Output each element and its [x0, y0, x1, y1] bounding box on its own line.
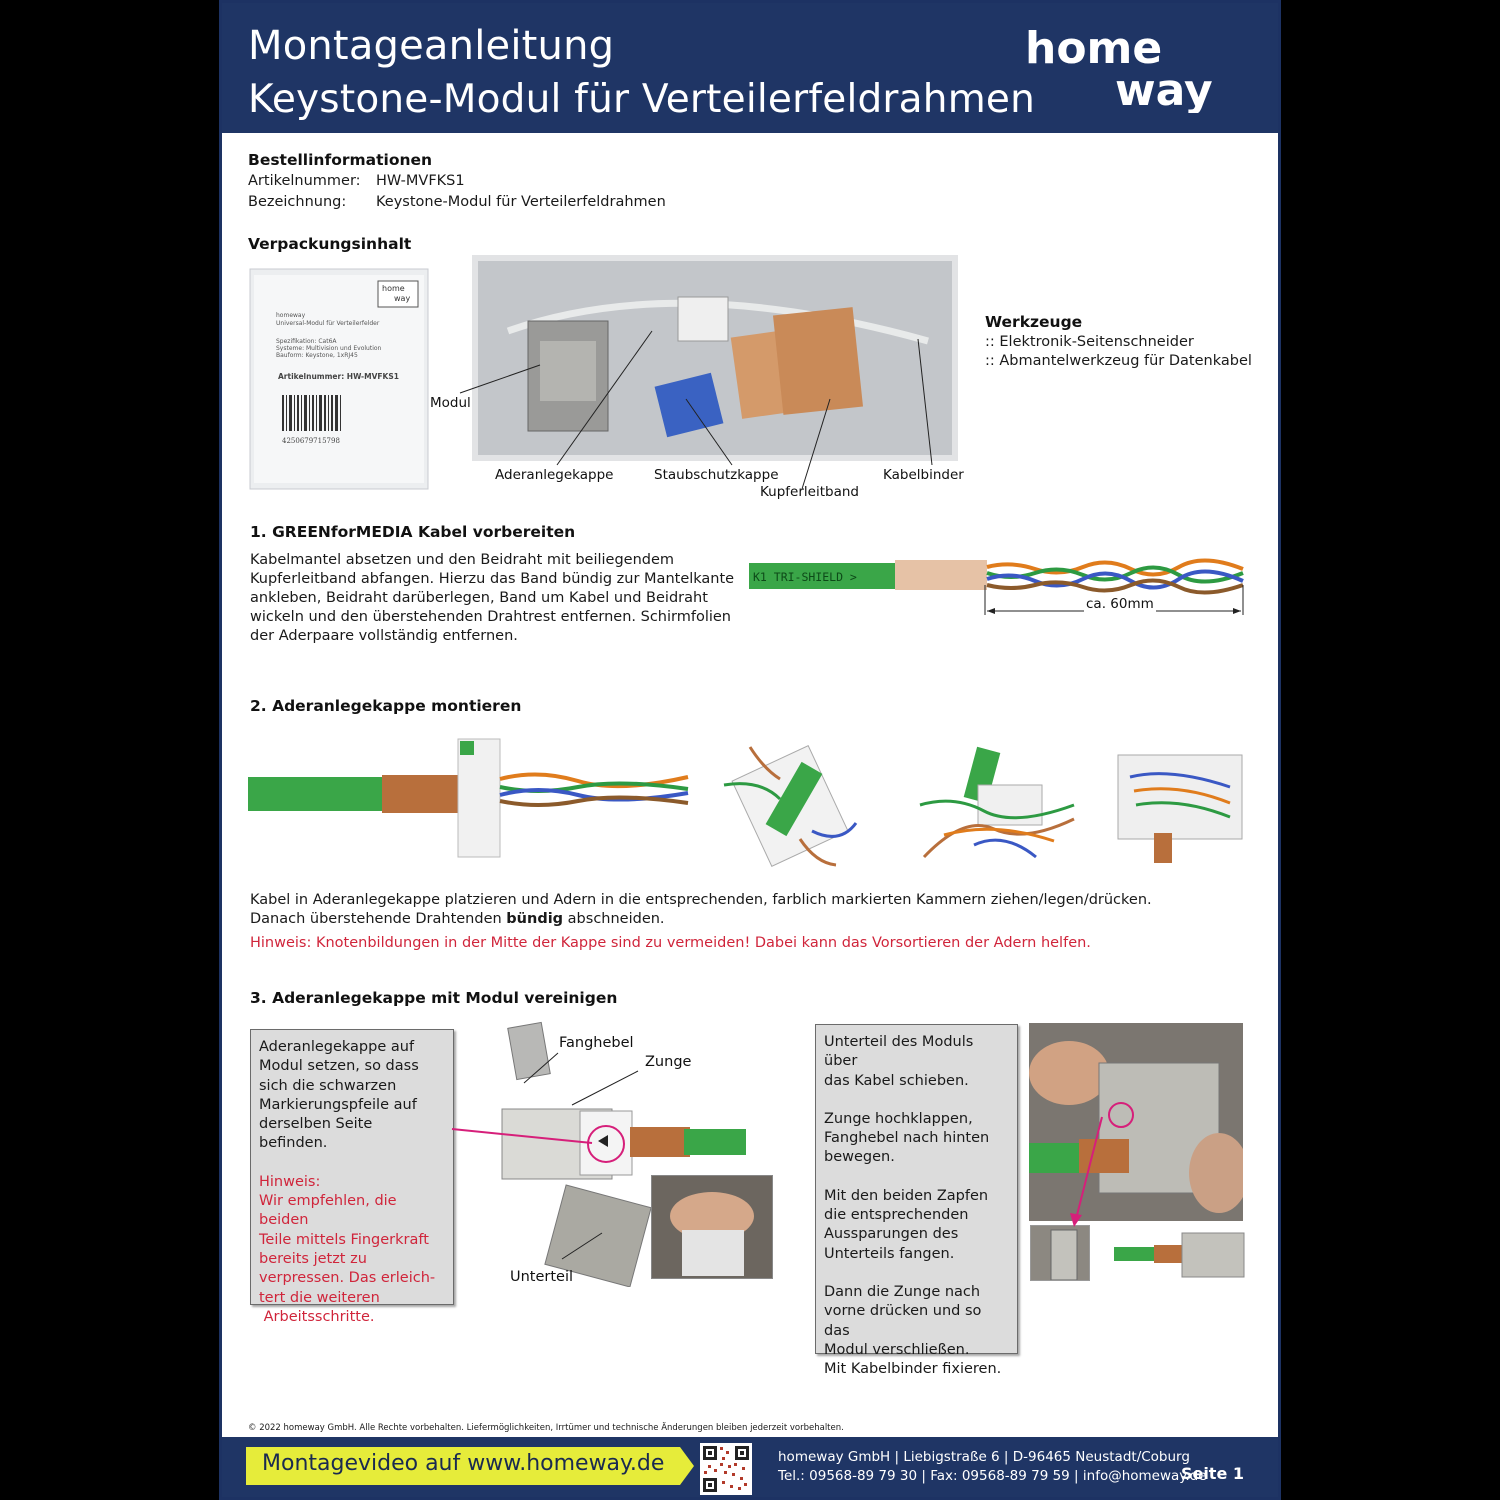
header: Montageanleitung Keystone-Modul für Vert… — [222, 3, 1278, 133]
package-leader-lines — [459, 330, 933, 490]
package-heading: Verpackungsinhalt — [248, 235, 412, 253]
box2-line: Mit den beiden Zapfen — [824, 1187, 989, 1204]
tool-item-1: :: Elektronik-Seitenschneider — [985, 334, 1194, 350]
step2-line2: Danach überstehende Drahtenden bündig ab… — [250, 911, 665, 927]
box1-line: Markierungspfeile auf — [259, 1096, 417, 1113]
tool-item-2: :: Abmantelwerkzeug für Datenkabel — [985, 353, 1252, 369]
step1-cable-photo: K1 TRI-SHIELD > — [749, 551, 1249, 617]
step2-photo-4 — [1110, 747, 1250, 865]
step2-note: Hinweis: Knotenbildungen in der Mitte de… — [250, 935, 1091, 951]
step1-line3: ankleben, Beidraht darüberlegen, Band um… — [250, 590, 708, 606]
step2-heading: 2. Aderanlegekappe montieren — [250, 697, 522, 715]
step1-line4: wickeln und den überstehenden Drahtrest … — [250, 609, 731, 625]
dimension-label: ca. 60mm — [1084, 596, 1156, 612]
box2-line: Aussparungen des — [824, 1226, 959, 1243]
page: Montageanleitung Keystone-Modul für Vert… — [219, 0, 1281, 1500]
box2-line: Fanghebel nach hinten — [824, 1130, 990, 1147]
step2-photo-1 — [248, 729, 696, 861]
step1-line5: der Aderpaare vollständig entfernen. — [250, 628, 518, 644]
label-unterteil: Unterteil — [510, 1269, 574, 1285]
video-banner — [246, 1447, 694, 1485]
designation-label: Bezeichnung: — [248, 194, 347, 210]
svg-text:K1 TRI-SHIELD >: K1 TRI-SHIELD > — [753, 570, 857, 584]
box1-note-line: Arbeitsschritte. — [259, 1308, 375, 1325]
box2-line: bewegen. — [824, 1149, 895, 1166]
box1-note-line: Teile mittels Fingerkraft — [259, 1231, 429, 1248]
tools-heading: Werkzeuge — [985, 313, 1083, 331]
box2-line: das Kabel schieben. — [824, 1072, 969, 1089]
label-zunge: Zunge — [645, 1054, 692, 1070]
step3-magenta-arrow — [1070, 1116, 1103, 1227]
company-contact: Tel.: 09568-89 79 30 | Fax: 09568-89 79 … — [778, 1468, 1207, 1484]
box2-line: Unterteil des Moduls über — [824, 1034, 974, 1070]
box1-line: sich die schwarzen — [259, 1077, 397, 1094]
label-modul: Modul — [430, 395, 471, 411]
page-number: Seite 1 — [1180, 1464, 1244, 1483]
label-aderanlegekappe: Aderanlegekappe — [495, 467, 614, 483]
box2-line: vorne drücken und so das — [824, 1303, 982, 1339]
box1-note-line: bereits jetzt zu — [259, 1250, 367, 1267]
box1-note-line: Wir empfehlen, die beiden — [259, 1193, 397, 1229]
logo-text-bottom: way — [1115, 65, 1213, 113]
step3-closed-module-photo — [1114, 1227, 1254, 1283]
step3-heading: 3. Aderanlegekappe mit Modul vereinigen — [250, 989, 618, 1007]
box2-line: Dann die Zunge nach — [824, 1283, 981, 1300]
package-bag-photo: home way homeway Universal-Modul für Ver… — [248, 267, 432, 493]
box2-line: Mit Kabelbinder fixieren. — [824, 1361, 1002, 1378]
box1-line: Modul setzen, so dass — [259, 1058, 419, 1075]
box1-note-line: tert die weiteren — [259, 1289, 380, 1306]
page-title-line1: Montageanleitung — [248, 23, 615, 69]
qr-code[interactable] — [700, 1443, 752, 1495]
box2-line: Modul verschließen. — [824, 1341, 970, 1358]
article-label: Artikelnummer: — [248, 173, 361, 189]
logo-text-top: home — [1025, 23, 1162, 74]
svg-text:homeway: homeway — [276, 312, 306, 319]
svg-text:Bauform: Keystone, 1xRJ45: Bauform: Keystone, 1xRJ45 — [276, 352, 358, 359]
label-fanghebel: Fanghebel — [559, 1035, 634, 1051]
svg-text:way: way — [394, 294, 410, 303]
copyright: © 2022 homeway GmbH. Alle Rechte vorbeha… — [248, 1423, 844, 1433]
page-title-line2: Keystone-Modul für Verteilerfeldrahmen — [248, 77, 1035, 122]
svg-text:4250679715798: 4250679715798 — [282, 437, 340, 445]
svg-text:Systeme: Multivision und Evolu: Systeme: Multivision und Evolution — [276, 345, 382, 352]
label-kabelbinder: Kabelbinder — [883, 467, 964, 483]
step2-photo-3 — [914, 745, 1082, 869]
designation-value: Keystone-Modul für Verteilerfeldrahmen — [376, 194, 666, 210]
package-content-photo — [472, 255, 958, 461]
box1-line: derselben Seite befinden. — [259, 1116, 373, 1152]
box2-line: Zunge hochklappen, — [824, 1110, 973, 1127]
step3-info-box-2: Unterteil des Moduls über das Kabel schi… — [815, 1024, 1018, 1377]
box1-note-line: verpressen. Das erleich- — [259, 1270, 436, 1287]
video-link[interactable]: Montagevideo auf www.homeway.de — [262, 1451, 665, 1476]
step3-info-box-1: Aderanlegekappe auf Modul setzen, so das… — [250, 1029, 454, 1325]
step3-module-photo — [494, 1019, 750, 1287]
step2-photo-2 — [720, 739, 866, 871]
step1-line2: Kupferleitband abfangen. Hierzu das Band… — [250, 571, 735, 587]
label-kupferleitband: Kupferleitband — [760, 484, 859, 500]
article-value: HW-MVFKS1 — [376, 173, 465, 189]
svg-text:home: home — [382, 284, 405, 293]
box2-line: die entsprechenden — [824, 1207, 969, 1224]
step3-detail-photo — [1030, 1225, 1090, 1281]
step2-line1: Kabel in Aderanlegekappe platzieren und … — [250, 892, 1152, 908]
box2-line: Unterteils fangen. — [824, 1245, 955, 1262]
company-address: homeway GmbH | Liebigstraße 6 | D-96465 … — [778, 1449, 1190, 1465]
label-staubschutzkappe: Staubschutzkappe — [654, 467, 779, 483]
order-heading: Bestellinformationen — [248, 151, 433, 169]
step1-line1: Kabelmantel absetzen und den Beidraht mi… — [250, 552, 675, 568]
box1-line: Aderanlegekappe auf — [259, 1039, 415, 1055]
svg-text:Universal-Modul für Verteilerf: Universal-Modul für Verteilerfelder — [276, 320, 380, 327]
box1-note-line: Hinweis: — [259, 1173, 321, 1190]
homeway-logo: home way — [1015, 23, 1260, 116]
step1-heading: 1. GREENforMEDIA Kabel vorbereiten — [250, 523, 576, 541]
step3-assembly-photo — [1029, 1023, 1243, 1221]
step3-leader-lines — [451, 1052, 639, 1260]
svg-text:Spezifikation: Cat6A: Spezifikation: Cat6A — [276, 338, 337, 345]
svg-text:Artikelnummer: HW-MVFKS1: Artikelnummer: HW-MVFKS1 — [278, 372, 399, 381]
step3-hand-photo — [651, 1175, 773, 1279]
footer: Montagevideo auf www.homeway.de homeway … — [222, 1437, 1278, 1497]
